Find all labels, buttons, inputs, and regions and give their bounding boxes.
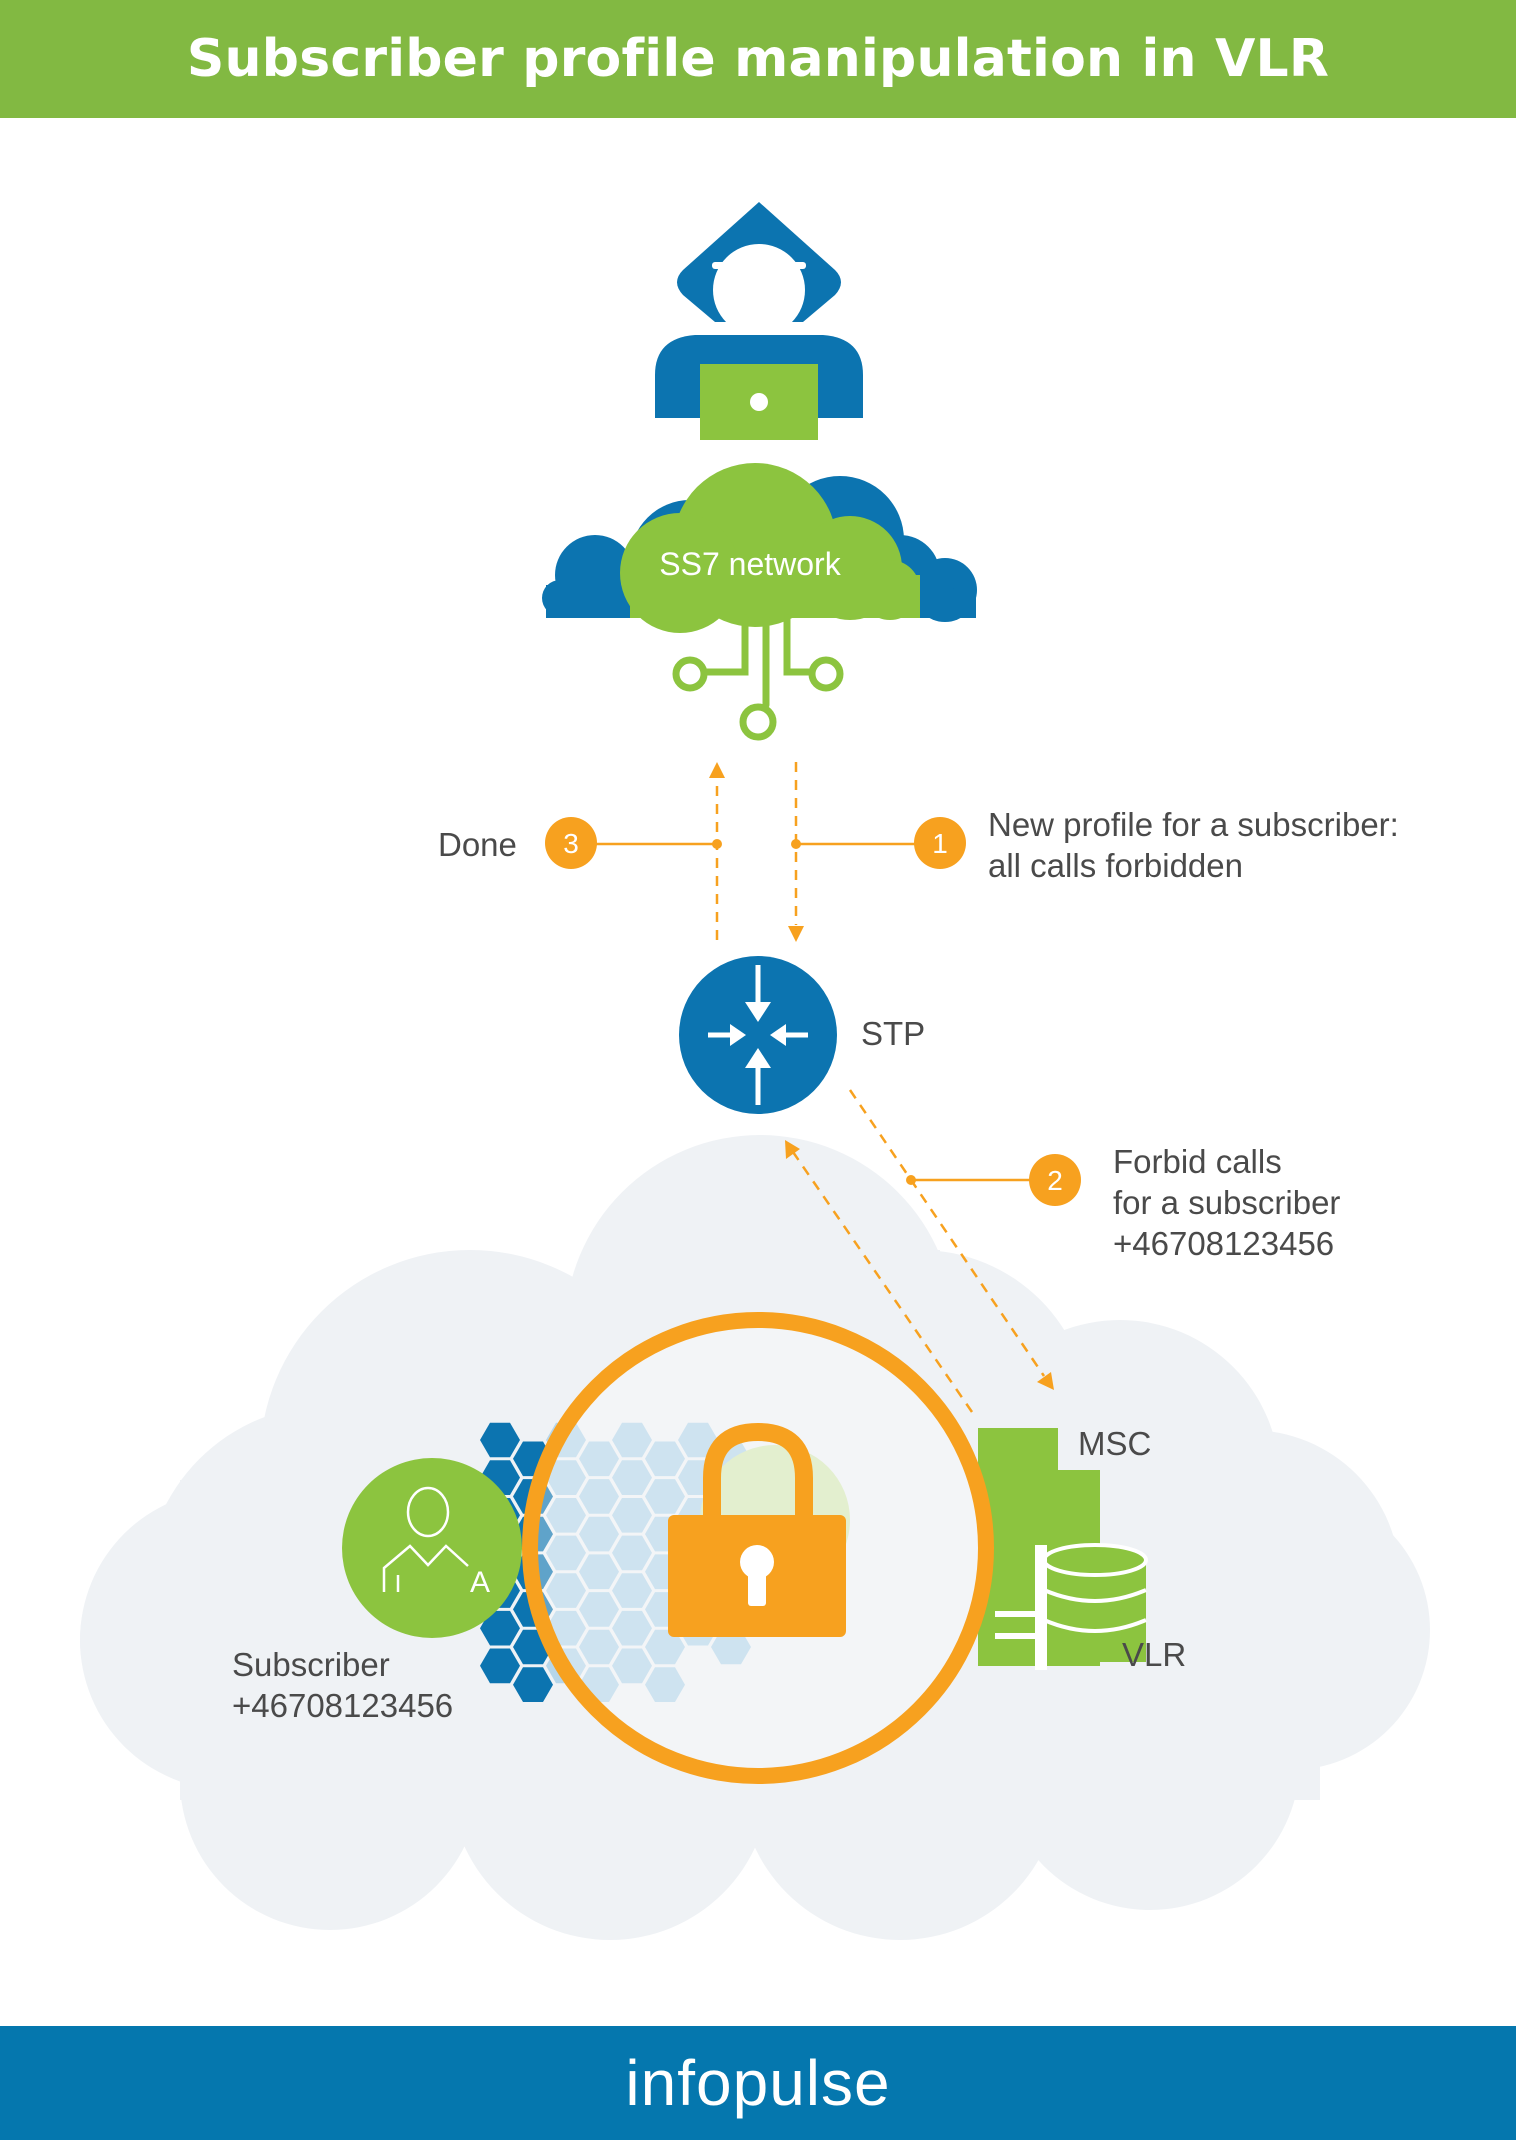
subscriber-letter: A	[470, 1566, 490, 1599]
step-3-label: Done	[438, 826, 517, 863]
step-2-label: Forbid calls for a subscriber +467081234…	[1113, 1143, 1341, 1262]
hexagon-cell	[612, 1498, 652, 1533]
hexagon-cell	[546, 1573, 586, 1608]
hexagon-cell	[546, 1498, 586, 1533]
hexagon-cell	[546, 1460, 586, 1495]
stp-node-icon	[679, 956, 837, 1114]
hexagon-cell	[645, 1479, 685, 1514]
subscriber-user-icon: A	[342, 1458, 522, 1638]
svg-text:1: 1	[932, 828, 948, 859]
hexagon-cell	[480, 1422, 520, 1458]
hexagon-cell	[579, 1629, 619, 1665]
hexagon-cell	[579, 1554, 619, 1590]
footer-bar: infopulse	[0, 2026, 1516, 2140]
padlock-icon	[668, 1422, 846, 1637]
hacker-icon	[655, 202, 863, 440]
hexagon-cell	[546, 1535, 586, 1571]
ss7-network-label: SS7 network	[659, 546, 841, 582]
arrow-heads-bottom	[785, 1140, 1054, 1390]
msc-label: MSC	[1078, 1425, 1152, 1462]
hexagon-cell	[612, 1422, 652, 1458]
subscriber-label: Subscriber +46708123456	[232, 1646, 454, 1724]
vlr-database-icon	[1035, 1543, 1148, 1670]
hexagon-cell	[579, 1516, 619, 1552]
hexagon-cell	[645, 1629, 685, 1665]
hexagon-cell	[612, 1610, 652, 1646]
hexagon-cell	[480, 1648, 520, 1684]
hexagon-cell	[711, 1629, 751, 1665]
flow-arrows-top	[556, 762, 920, 940]
step-3-badge: 3	[545, 817, 597, 869]
hexagon-cell	[612, 1460, 652, 1495]
hexagon-cell	[678, 1422, 718, 1458]
flow-arrows-bottom	[791, 1089, 1046, 1413]
title-bar: Subscriber profile manipulation in VLR	[0, 0, 1516, 118]
ss7-network-cloud-icon: SS7 network	[542, 463, 977, 741]
hexagon-cell	[579, 1479, 619, 1514]
arrow-heads-top	[709, 762, 804, 942]
hexagon-cell	[612, 1573, 652, 1608]
stp-label: STP	[861, 1015, 926, 1052]
hexagon-cell	[513, 1667, 553, 1702]
header-background	[0, 0, 1516, 118]
step-1-badge: 1	[914, 817, 966, 869]
hexagon-cell	[579, 1441, 619, 1477]
step-2-badge: 2	[1029, 1154, 1081, 1206]
vlr-label: VLR	[1122, 1636, 1187, 1673]
hexagon-cell	[612, 1535, 652, 1571]
page-title: Subscriber profile manipulation in VLR	[186, 29, 1330, 89]
hexagon-cell	[645, 1441, 685, 1477]
hexagon-cell	[480, 1610, 520, 1646]
infopulse-logo: infopulse	[625, 2047, 891, 2119]
step-1-label: New profile for a subscriber: all calls …	[988, 806, 1399, 884]
hexagon-cell	[612, 1648, 652, 1684]
svg-text:2: 2	[1047, 1165, 1063, 1196]
footer-background	[0, 2026, 1516, 2140]
hexagon-cell	[579, 1592, 619, 1627]
hexagon-cell	[645, 1667, 685, 1702]
svg-text:3: 3	[563, 828, 579, 859]
